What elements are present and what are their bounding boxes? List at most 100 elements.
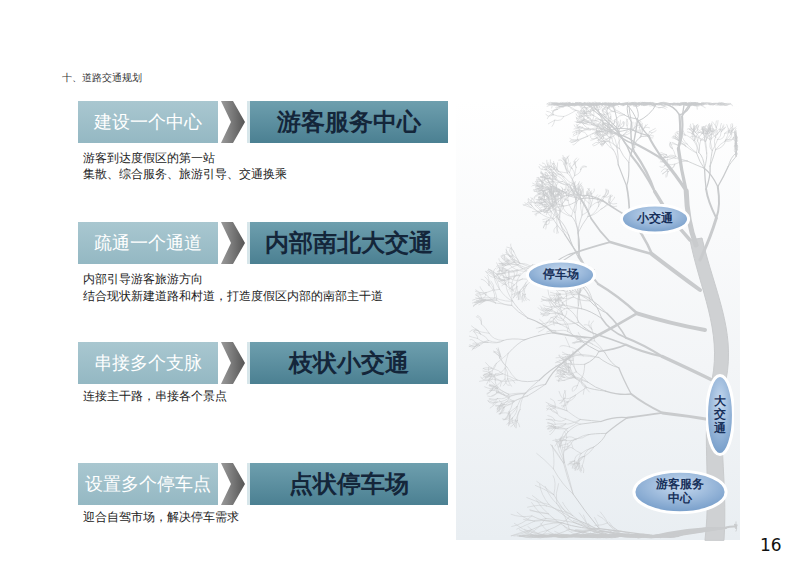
branch-stroke <box>548 165 554 170</box>
branch-stroke <box>478 316 482 325</box>
branch-stroke <box>721 104 731 105</box>
branch-stroke <box>575 200 576 213</box>
branch-stroke <box>581 167 587 170</box>
branch-stroke <box>536 186 543 188</box>
branch-stroke <box>496 368 506 374</box>
branch-stroke <box>648 104 655 107</box>
branch-stroke <box>635 137 642 148</box>
branch-stroke <box>502 256 510 261</box>
branch-stroke <box>610 197 615 204</box>
branch-stroke <box>579 136 588 140</box>
branch-stroke <box>620 149 629 163</box>
branch-stroke <box>488 401 497 403</box>
branch-stroke <box>513 396 528 401</box>
branch-stroke <box>565 234 580 255</box>
branch-stroke <box>548 166 555 169</box>
branch-stroke <box>525 333 553 340</box>
branch-stroke <box>628 103 638 104</box>
branch-stroke <box>511 248 513 256</box>
branch-stroke <box>634 138 639 148</box>
branch-stroke <box>577 242 610 252</box>
branch-stroke <box>536 203 542 206</box>
branch-stroke <box>706 142 707 153</box>
branch-stroke <box>699 140 701 152</box>
branch-stroke <box>648 135 654 136</box>
branch-stroke <box>584 102 591 104</box>
branch-stroke <box>648 137 653 139</box>
branch-stroke <box>582 203 584 215</box>
branch-stroke <box>619 122 624 127</box>
branch-stroke <box>495 352 500 359</box>
branch-stroke <box>639 121 641 128</box>
branch-stroke <box>497 300 512 305</box>
branch-stroke <box>650 129 656 132</box>
branch-stroke <box>516 410 520 420</box>
branch-stroke <box>540 319 547 326</box>
branch-stroke <box>540 306 549 311</box>
branch-stroke <box>492 375 502 382</box>
branch-stroke <box>563 320 568 331</box>
branch-stroke <box>690 104 699 106</box>
branch-stroke <box>705 141 707 153</box>
branch-stroke <box>682 129 685 135</box>
branch-stroke <box>559 195 568 201</box>
branch-stroke <box>525 294 530 300</box>
branch-stroke <box>580 116 585 120</box>
branch-stroke <box>690 103 698 104</box>
branch-stroke <box>504 395 514 401</box>
branch-stroke <box>682 104 684 117</box>
branch-stroke <box>547 323 561 326</box>
branch-stroke <box>572 191 576 200</box>
branch-stroke <box>483 372 490 375</box>
branch-stroke <box>574 159 579 165</box>
branch-stroke <box>599 103 606 104</box>
branch-stroke <box>551 170 556 179</box>
branch-stroke <box>556 204 559 217</box>
branch-stroke <box>575 103 583 104</box>
branch-stroke <box>583 127 591 130</box>
branch-stroke <box>535 204 542 205</box>
branch-stroke <box>472 326 478 331</box>
branch-stroke <box>480 334 488 341</box>
branch-stroke <box>650 131 657 133</box>
branch-stroke <box>574 158 577 165</box>
branch-stroke <box>617 104 626 106</box>
branch-stroke <box>652 254 700 290</box>
branch-stroke <box>490 398 498 400</box>
branch-stroke <box>590 202 598 207</box>
branch-stroke <box>509 262 520 264</box>
branch-stroke <box>579 115 585 119</box>
branch-stroke <box>547 193 549 199</box>
branch-stroke <box>598 120 602 125</box>
branch-stroke <box>604 189 607 197</box>
branch-stroke <box>601 202 609 209</box>
branch-stroke <box>555 362 562 366</box>
branch-stroke <box>521 294 525 299</box>
branch-stroke <box>505 368 508 379</box>
branch-stroke <box>562 297 574 299</box>
branch-stroke <box>582 364 585 377</box>
branch-stroke <box>698 130 703 134</box>
branch-stroke <box>512 418 515 426</box>
branch-stroke <box>604 133 612 138</box>
branch-stroke <box>553 194 556 204</box>
branch-stroke <box>591 193 593 199</box>
branch-stroke <box>509 418 513 426</box>
branch-stroke <box>552 206 560 217</box>
branch-stroke <box>657 103 671 104</box>
branch-stroke <box>497 392 509 397</box>
branch-stroke <box>626 338 662 357</box>
branch-stroke <box>705 168 707 189</box>
branch-stroke <box>543 184 552 186</box>
branch-stroke <box>504 280 512 289</box>
branch-stroke <box>558 293 559 302</box>
branch-stroke <box>591 136 597 139</box>
branch-stroke <box>570 184 572 191</box>
branch-stroke <box>548 328 556 331</box>
branch-stroke <box>553 162 555 169</box>
branch-stroke <box>568 201 575 213</box>
branch-stroke <box>575 167 576 175</box>
branch-stroke <box>597 132 602 136</box>
branch-stroke <box>514 262 523 268</box>
branch-stroke <box>584 195 590 197</box>
